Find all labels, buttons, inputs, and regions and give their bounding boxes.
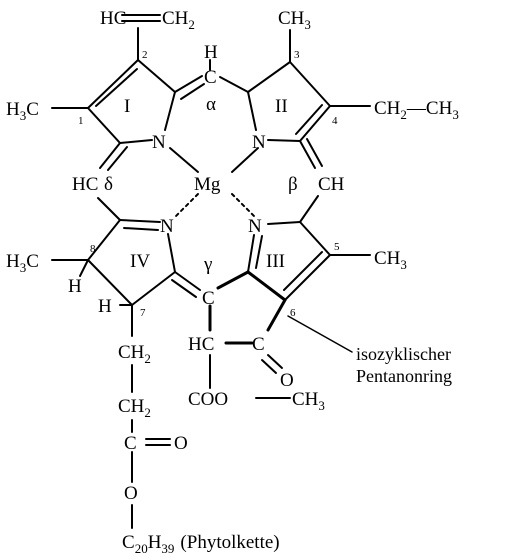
ester-methyl: CH3 <box>292 389 325 413</box>
bond-c6-c-ring <box>266 298 287 332</box>
greek-delta: δ <box>104 174 113 195</box>
side-chain-ch2-b: CH2 <box>118 396 151 420</box>
bond-ring1-n-c4 <box>119 139 153 144</box>
magnesium-atom: Mg <box>194 174 221 195</box>
bond-ring4-gamma-a <box>174 271 201 291</box>
bond-ring2-beta-b <box>306 138 323 167</box>
annotation-line-2: Pentanonring <box>356 366 452 386</box>
bond-ring3-c5-d <box>299 221 331 256</box>
bond-mg-n2 <box>231 147 259 173</box>
nitrogen-ring-ii: N <box>252 132 266 153</box>
bond-ring3-n-a <box>247 234 255 273</box>
bond-c-o-a <box>267 354 283 369</box>
bond-ring4-c7-c8 <box>87 259 133 306</box>
bond-ring4-c8-a <box>87 219 121 261</box>
vinyl-group: HC <box>100 8 126 29</box>
side-chain-carbon: C <box>124 433 137 454</box>
annotation-line-1: isozyklischer <box>356 344 451 364</box>
bond-ring2-d-n <box>267 139 301 142</box>
bond-ring2-n-a <box>247 91 257 131</box>
bond-delta-ring4 <box>97 197 121 221</box>
bond-mg-n1 <box>169 147 199 173</box>
vinyl-ch2: CH2 <box>162 8 195 32</box>
bond-ring4-gamma-b <box>171 279 197 298</box>
bond-c3-alpha-inner <box>180 83 205 100</box>
position-3: 3 <box>294 49 300 61</box>
bond-mg-n4-dotted <box>175 193 199 217</box>
alpha-h: H <box>204 42 218 63</box>
gamma-carbon: C <box>202 288 215 309</box>
bond-gamma-ring3 <box>216 270 250 290</box>
ring-e-oxygen: O <box>280 370 294 391</box>
labels: HC CH2 CH3 H3C CH2—CH3 CH3 H3C 2 1 3 4 5… <box>6 8 459 556</box>
bond-ring1-delta-b <box>107 146 128 171</box>
position-8: 8 <box>90 243 96 255</box>
bond-beta-ring3 <box>299 195 319 223</box>
bond-ring2-a-b <box>247 61 291 93</box>
bond-ring4-n-b <box>167 233 176 273</box>
bond-ring2-c-d-inner <box>295 104 323 135</box>
position-6: 6 <box>290 307 296 319</box>
bond-ring1-c4-c1 <box>87 107 121 144</box>
ethyl-group: CH2—CH3 <box>374 98 459 122</box>
hydrogen-c7: H <box>98 296 112 317</box>
side-chain-carbonyl-o: O <box>174 433 188 454</box>
methyl-c8: H3C <box>6 251 39 275</box>
side-chain-ester-o: O <box>124 483 138 504</box>
alpha-carbon: C <box>204 67 217 88</box>
bond-ring3-n-a-inner <box>255 235 263 269</box>
bond-ring3-d-n <box>267 221 301 225</box>
greek-alpha: α <box>206 94 216 115</box>
side-chain-ch2-a: CH2 <box>118 342 151 366</box>
bond-ring3-c6-c5-inner <box>283 251 323 291</box>
bond-c-o-b <box>261 359 277 374</box>
bond-ring1-c1-c2 <box>87 59 139 109</box>
position-4: 4 <box>332 115 338 127</box>
ester-coo: COO <box>188 389 228 410</box>
bond-ring1-c3-n <box>164 91 176 131</box>
bond-c8-h <box>79 259 89 277</box>
ring-label-iv: IV <box>130 251 150 272</box>
bond-ring4-b-c7 <box>131 271 176 306</box>
greek-beta: β <box>288 174 298 195</box>
greek-gamma: γ <box>203 254 212 275</box>
ring-label-iii: III <box>266 251 285 272</box>
methyl-c5: CH3 <box>374 248 407 272</box>
beta-ch: CH <box>318 174 345 195</box>
ring-e-hc: HC <box>188 334 214 355</box>
ring-label-ii: II <box>275 96 288 117</box>
bond-ring3-a-c6 <box>246 270 287 302</box>
position-5: 5 <box>334 241 340 253</box>
methyl-c1: H3C <box>6 99 39 123</box>
bonds <box>51 14 371 529</box>
methyl-c3: CH3 <box>278 8 311 32</box>
bond-ring1-delta-a <box>99 142 121 169</box>
bond-ring2-c-d <box>299 105 331 142</box>
position-2: 2 <box>142 49 148 61</box>
bond-ring1-c2-c3 <box>137 59 176 93</box>
bond-ring2-b-c <box>289 61 331 107</box>
bond-ring4-a-n <box>119 219 161 223</box>
ring-label-i: I <box>124 96 130 117</box>
bond-alpha-ring2 <box>219 76 249 93</box>
bond-ring1-c1-c2-inner <box>95 68 138 107</box>
phytyl-formula: C20H39(Phytolkette) <box>122 532 280 556</box>
ring-e-carbon: C <box>252 334 265 355</box>
bond-ring4-a-n-inner <box>123 227 159 231</box>
bond-c3-alpha <box>174 75 203 93</box>
position-7: 7 <box>140 307 146 319</box>
hydrogen-c8: H <box>68 276 82 297</box>
annotation-leader <box>287 315 353 353</box>
bond-mg-n3-dotted <box>231 193 255 217</box>
bond-ring2-beta-a <box>299 140 316 169</box>
delta-hc: HC <box>72 174 98 195</box>
position-1: 1 <box>78 115 84 127</box>
nitrogen-ring-iii: N <box>248 216 262 237</box>
bond-ring3-c6-c5 <box>284 254 331 301</box>
nitrogen-ring-iv: N <box>160 216 174 237</box>
nitrogen-ring-i: N <box>152 132 166 153</box>
